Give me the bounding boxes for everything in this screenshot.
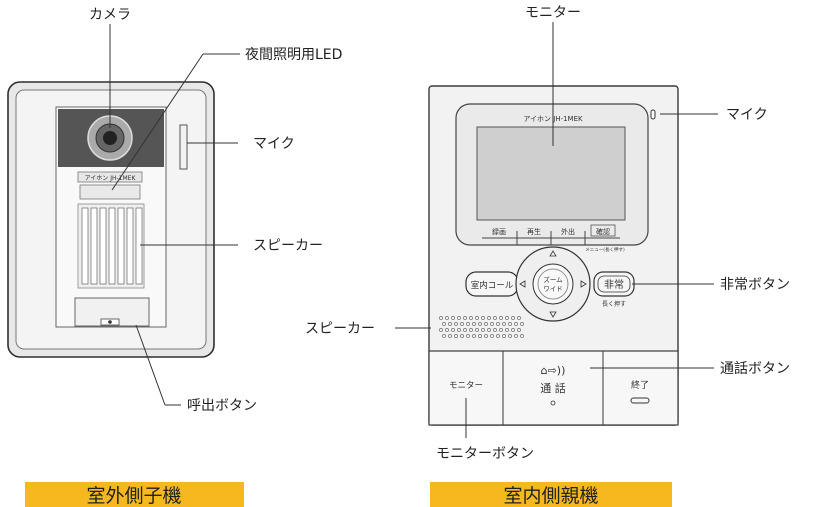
dpad-left-icon (519, 280, 526, 288)
leader-call-button (135, 324, 166, 406)
label-night-led: 夜間照明用LED (245, 47, 342, 63)
outdoor-mic-slot (179, 124, 188, 170)
label-monitor: モニター (525, 5, 581, 21)
bottom-key-panel (428, 350, 679, 426)
talk-key-label: 通 話 (540, 381, 566, 395)
night-led (79, 184, 141, 200)
room-call-label: 室内コール (471, 280, 514, 291)
outdoor-unit: アイホン JH-1MEK (7, 81, 215, 358)
talk-icon: ⌂⇨)) (541, 364, 566, 377)
outdoor-caption-bg (25, 482, 244, 507)
speaker-slots (81, 207, 143, 285)
leader-led (111, 53, 204, 191)
label-camera: カメラ (89, 7, 131, 23)
screen-button-record[interactable]: 録画 (492, 227, 506, 236)
indoor-caption-bg (430, 482, 672, 507)
label-speaker-indoor: スピーカー (305, 321, 375, 337)
zoom-label: ズーム (543, 275, 563, 284)
label-mic-outdoor: マイク (253, 136, 295, 152)
brand-plate (77, 171, 143, 183)
zoom-wide-button[interactable] (532, 263, 574, 305)
end-key-label: 終了 (631, 379, 649, 391)
indoor-unit: アイホン JH-1MEK 録画 再生 外出 確認 メニュー(長く押す) 室内コー… (428, 85, 679, 426)
label-emergency-button: 非常ボタン (720, 277, 790, 293)
dpad-down-icon (549, 311, 557, 318)
indoor-speaker-holes (439, 316, 524, 338)
dpad-up-icon (549, 250, 557, 257)
label-mic-indoor: マイク (726, 107, 768, 123)
dpad-right-icon (580, 280, 587, 288)
indoor-mic (650, 109, 656, 120)
emergency-key-label: 非常 (604, 278, 624, 291)
label-monitor-button: モニターボタン (436, 446, 534, 462)
label-call-button: 呼出ボタン (187, 398, 257, 414)
brand-plate-text: アイホン JH-1MEK (85, 175, 137, 182)
screen-button-away[interactable]: 外出 (561, 227, 575, 236)
outdoor-caption: 室外側子機 (86, 485, 181, 507)
screen-button-play[interactable]: 再生 (527, 227, 541, 236)
screen-note: メニュー(長く押す) (585, 246, 625, 253)
label-speaker-outdoor: スピーカー (253, 238, 323, 254)
end-indicator-icon (630, 397, 650, 404)
emergency-note: 長く押す (602, 300, 626, 308)
wide-label: ワイド (543, 285, 563, 293)
monitor-key-label: モニター (449, 381, 483, 391)
indoor-caption: 室内側親機 (503, 485, 598, 507)
label-talk-button: 通話ボタン (720, 360, 790, 377)
screen-button-check[interactable]: 確認 (596, 227, 610, 236)
monitor-screen (476, 126, 626, 221)
